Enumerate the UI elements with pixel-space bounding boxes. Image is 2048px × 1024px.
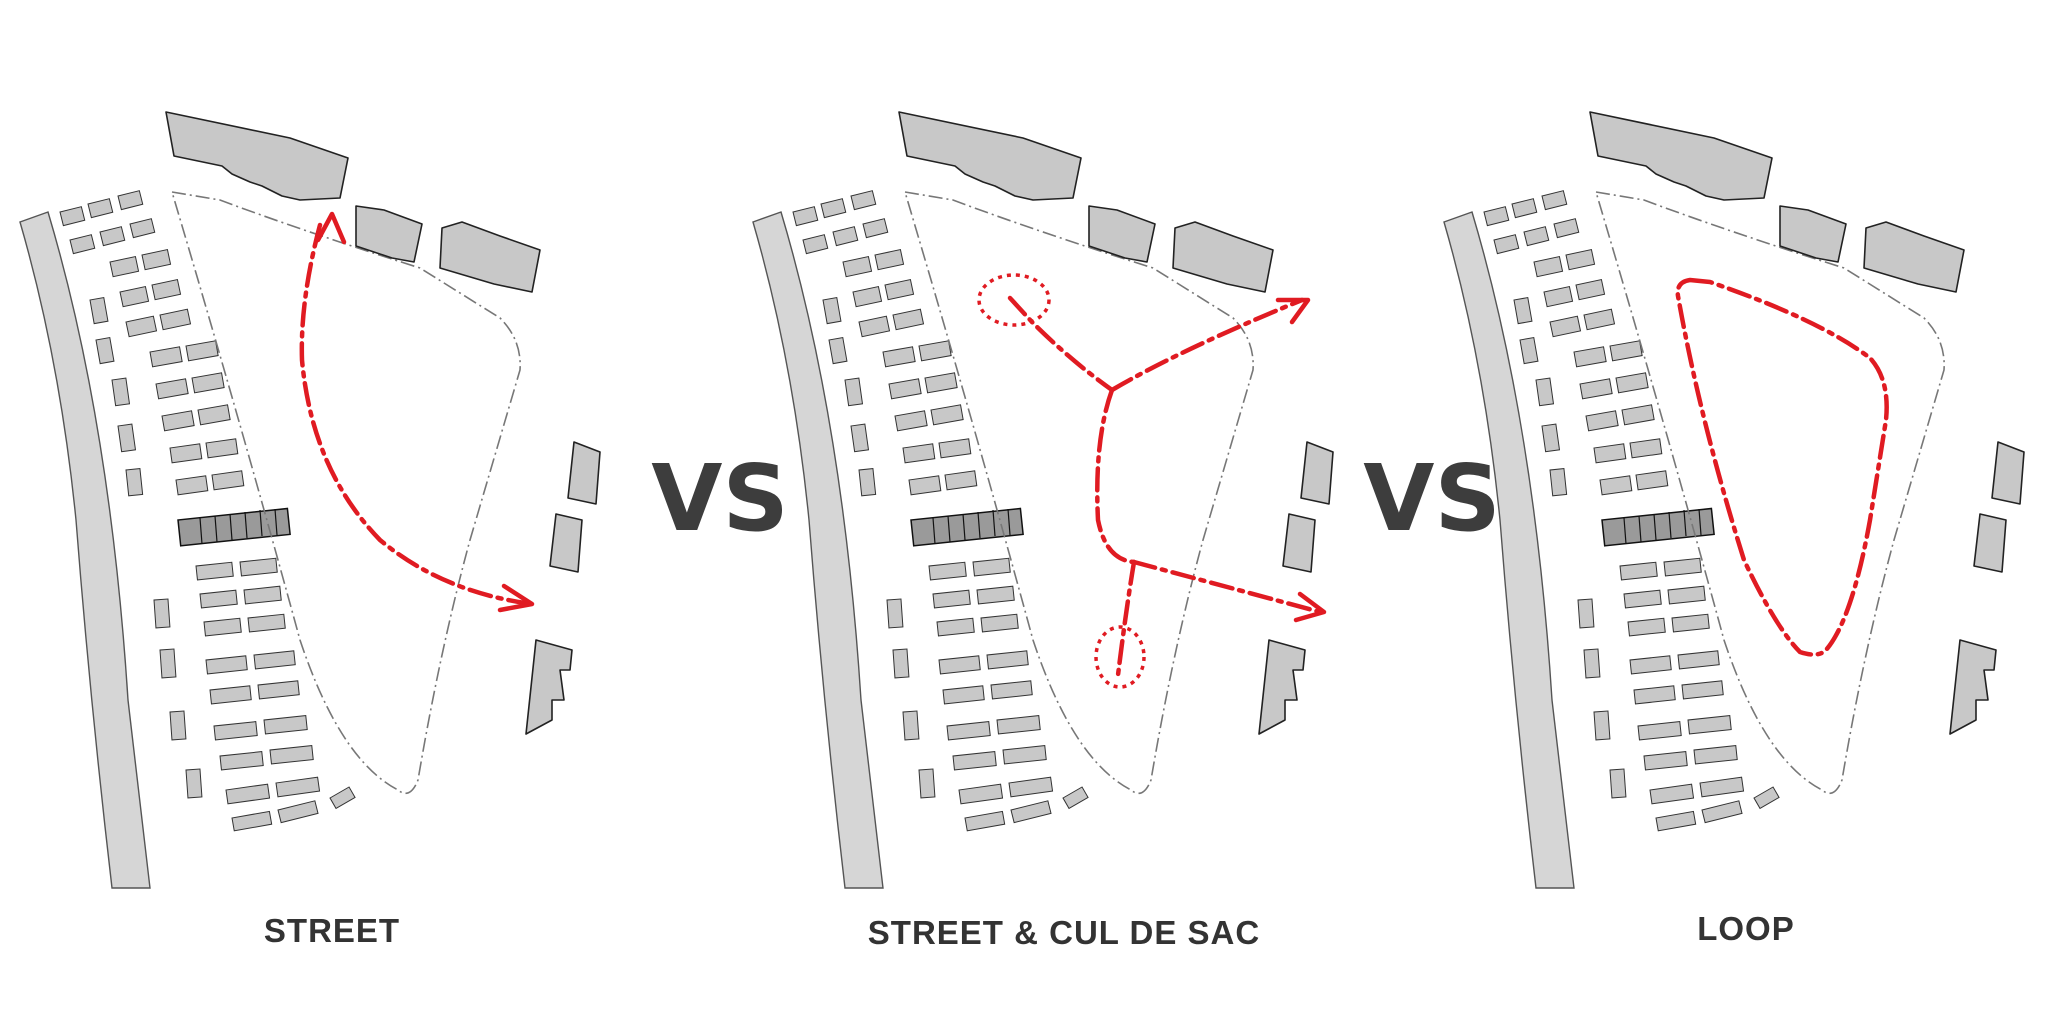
panel-street-culdesac [752, 111, 1334, 889]
street-route [299, 222, 528, 606]
caption-street: STREET [264, 912, 400, 949]
loop-route [1675, 277, 1889, 657]
caption-street-culdesac: STREET & CUL DE SAC [868, 914, 1260, 951]
arrow-head-east [497, 583, 535, 613]
panel-street [19, 111, 601, 889]
vs-separator-1: VS [651, 445, 788, 552]
arrow-head-east-2 [1293, 591, 1327, 623]
arrow-head-northeast [1275, 297, 1311, 325]
arrow-head-north [315, 211, 347, 245]
route-east [1131, 559, 1323, 615]
culdesac-branch-south [1115, 559, 1137, 678]
culdesac-main-route [1095, 387, 1137, 565]
culdesac-circle-south [1094, 625, 1146, 689]
panel-loop [1443, 111, 2025, 889]
culdesac-circle-north [977, 273, 1051, 327]
vs-separator-2: VS [1363, 445, 1500, 552]
route-northeast [1109, 297, 1305, 393]
culdesac-branch-north [1007, 295, 1115, 393]
caption-loop: LOOP [1697, 910, 1795, 947]
